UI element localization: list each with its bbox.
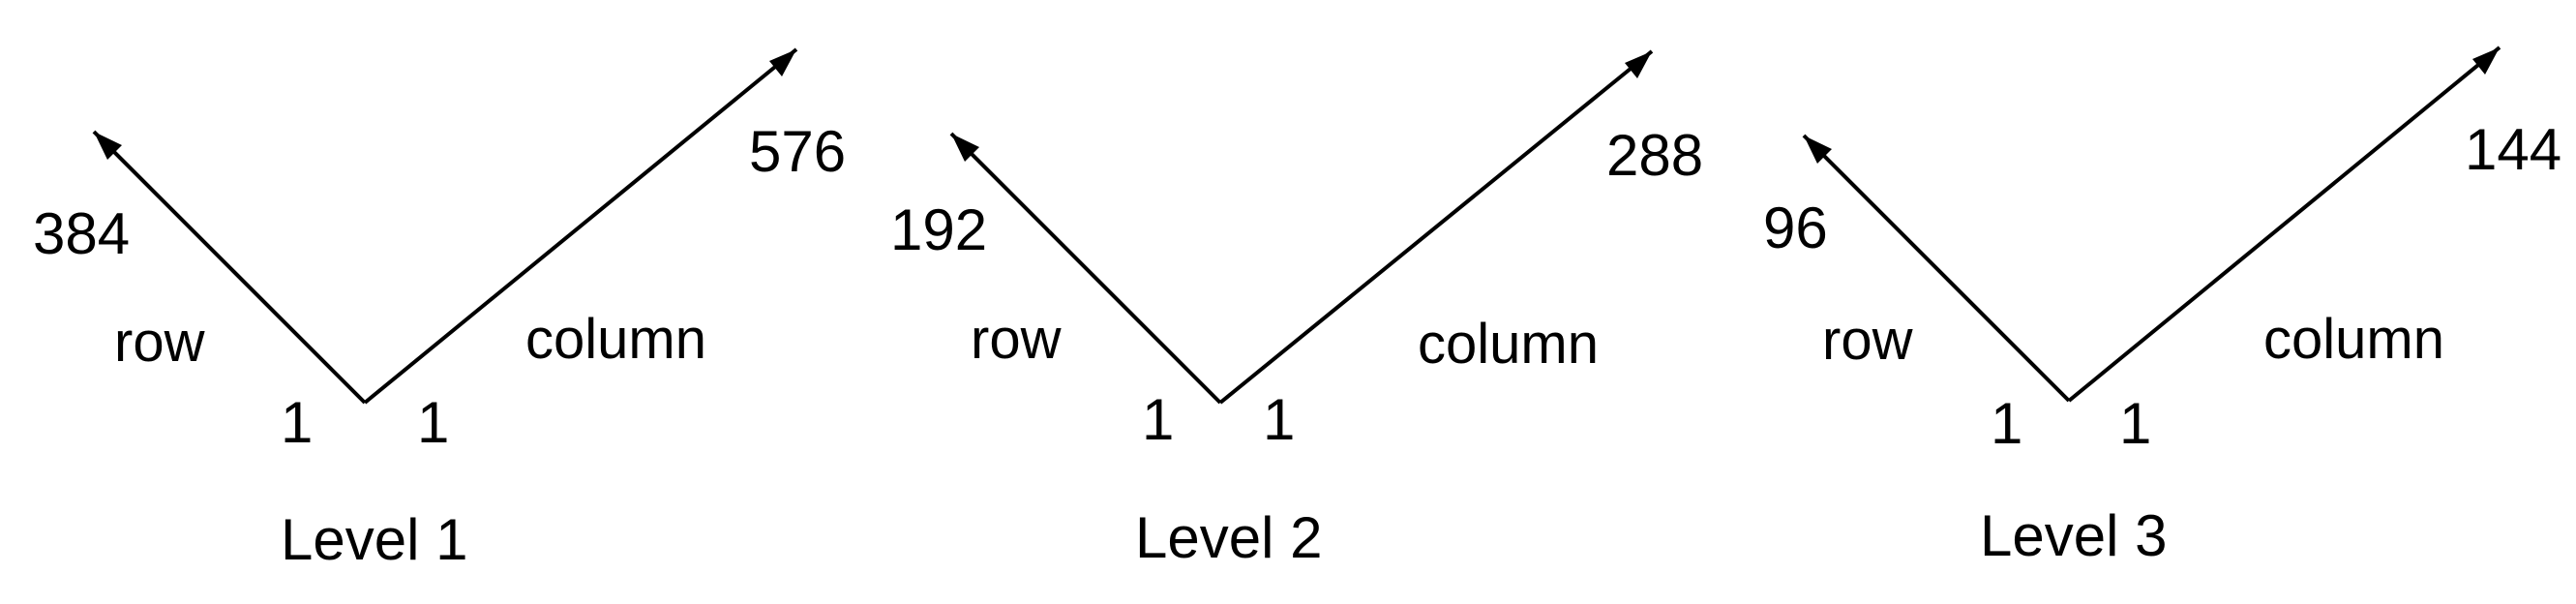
- level-1-column-arrow: [363, 47, 798, 405]
- level-1-column-label: column: [525, 308, 706, 371]
- level-3-row-arrow: [1802, 134, 2071, 403]
- level-1-column-start: 1: [417, 390, 449, 455]
- level-1-row-end: 384: [33, 201, 130, 266]
- level-3-column-end: 144: [2465, 117, 2561, 182]
- level-3-column-arrow: [2067, 45, 2501, 403]
- level-3-row-arrowhead: [1804, 136, 1832, 164]
- level-3-row-start: 1: [1991, 391, 2022, 456]
- level-2-column-end: 288: [1606, 123, 1703, 188]
- level-2-column-arrowhead: [1625, 51, 1652, 78]
- level-3-row-end: 96: [1763, 196, 1828, 260]
- level-3-column-label: column: [2263, 308, 2444, 371]
- level-3-column-arrowhead: [2472, 47, 2500, 75]
- level-3-title: Level 3: [1980, 503, 2167, 568]
- level-3-group: 96 144 row column 1 1 Level 3: [1763, 45, 2561, 568]
- level-1-row-start: 1: [281, 390, 313, 455]
- level-3-column-start: 1: [2119, 391, 2151, 456]
- level-2-row-label: row: [971, 308, 1063, 371]
- level-1-group: 384 576 row column 1 1 Level 1: [33, 47, 846, 572]
- level-1-row-label: row: [114, 311, 206, 374]
- level-2-title: Level 2: [1135, 505, 1322, 570]
- level-2-row-arrowhead: [951, 134, 979, 162]
- level-2-column-arrow: [1218, 49, 1654, 405]
- level-1-title: Level 1: [281, 507, 467, 572]
- level-2-row-arrow: [949, 132, 1222, 405]
- level-2-group: 192 288 row column 1 1 Level 2: [890, 49, 1703, 570]
- level-2-column-start: 1: [1263, 387, 1295, 452]
- level-1-column-arrowhead: [769, 49, 796, 76]
- level-1-row-arrowhead: [94, 132, 122, 160]
- level-2-row-end: 192: [890, 197, 987, 262]
- level-1-row-arrow: [92, 130, 367, 405]
- level-1-column-end: 576: [749, 119, 846, 184]
- level-3-row-label: row: [1822, 309, 1914, 372]
- level-2-column-label: column: [1418, 313, 1599, 376]
- level-2-row-start: 1: [1142, 387, 1174, 452]
